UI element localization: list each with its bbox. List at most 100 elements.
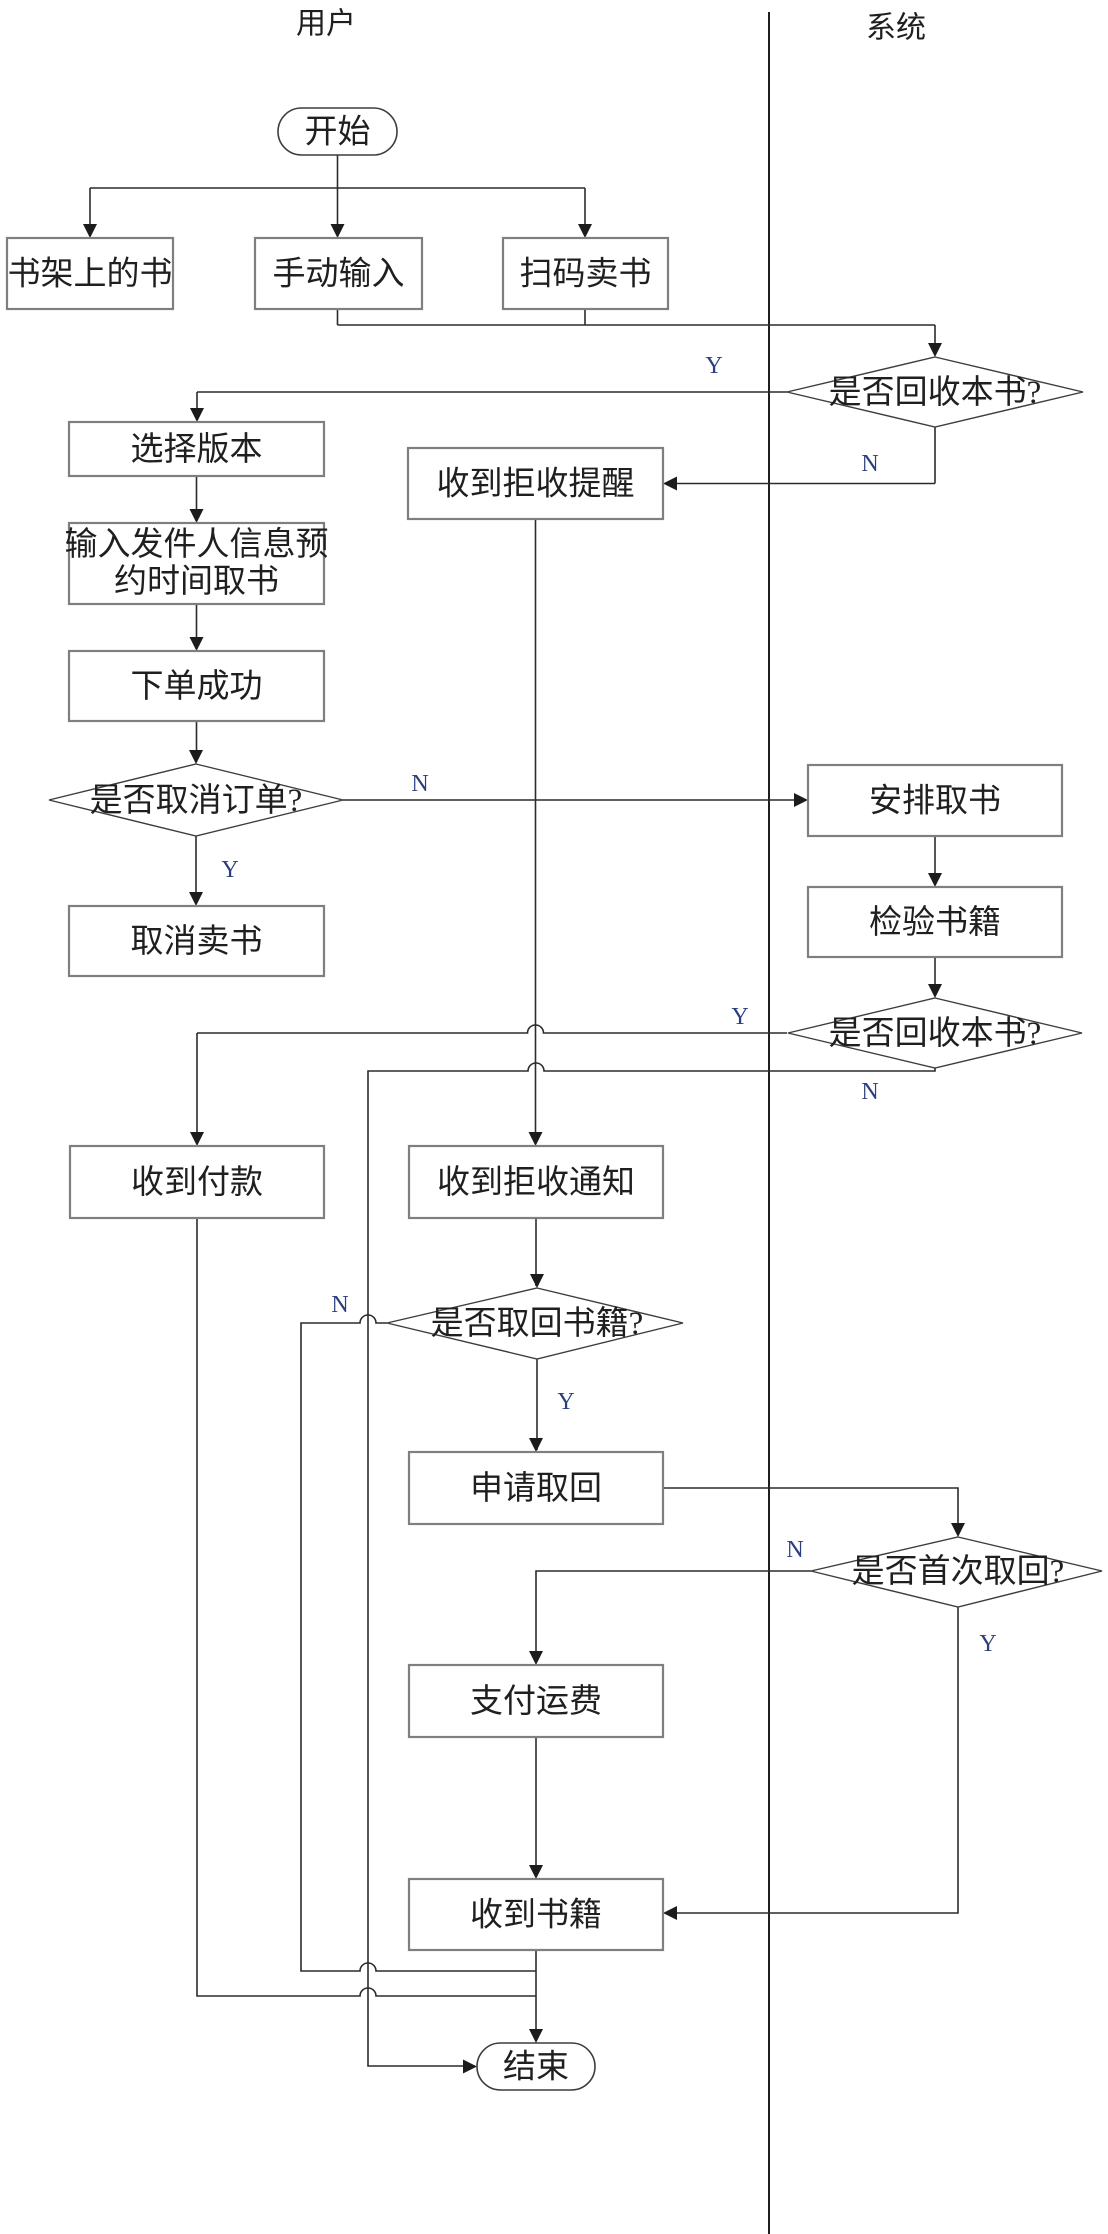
node-end: 结束 (476, 2042, 596, 2091)
arrowhead (330, 224, 345, 238)
edge-first-no (535, 1570, 811, 1663)
node-pay-shipping: 支付运费 (407, 1663, 665, 1739)
arrowhead (663, 1906, 677, 1920)
arrowhead (189, 637, 204, 651)
arrowhead (928, 984, 942, 998)
node-cancel-sell: 取消卖书 (67, 904, 326, 978)
recycle-decision-2-shape (787, 997, 1083, 1069)
pay-shipping-shape (407, 1663, 665, 1739)
node-inspect-books: 检验书籍 (806, 885, 1064, 959)
label-recycle2-no: N (861, 1079, 878, 1105)
arrowhead (189, 509, 204, 523)
node-recycle-decision-2: 是否回收本书? (787, 997, 1083, 1069)
branch-labels: Y N Y N Y N Y N Y N (221, 353, 996, 1657)
node-start: 开始 (277, 107, 398, 156)
label-cancel-yes: Y (221, 857, 238, 883)
start-shape (277, 107, 398, 156)
arrowhead (928, 343, 942, 357)
reject-notice-shape (407, 1144, 665, 1220)
edge-retrieve-no-to-end (300, 1314, 536, 1972)
retrieve-decision-label: 是否取回书籍? (431, 1305, 644, 1342)
receive-payment-shape (68, 1144, 326, 1220)
receive-payment-label: 收到付款 (131, 1164, 263, 1201)
end-shape (476, 2042, 596, 2091)
sender-info-label-line2: 约时间取书 (114, 563, 279, 600)
cancel-decision-label: 是否取消订单? (90, 782, 303, 819)
recycle-decision-1-label: 是否回收本书? (829, 374, 1042, 411)
arrowhead (529, 1438, 543, 1452)
label-retrieve-no: N (331, 1292, 348, 1318)
order-success-label: 下单成功 (131, 668, 263, 705)
receive-books-label: 收到书籍 (470, 1897, 602, 1934)
recycle-decision-2-label: 是否回收本书? (829, 1015, 1042, 1052)
cancel-sell-shape (67, 904, 326, 978)
arrowhead (663, 476, 677, 491)
sender-info-shape (67, 521, 326, 606)
reject-reminder-label: 收到拒收提醒 (437, 466, 635, 503)
edge-recycle1-no (665, 427, 936, 485)
apply-retrieve-label: 申请取回 (470, 1470, 602, 1507)
arrowhead (189, 750, 203, 764)
node-arrange-pickup: 安排取书 (806, 763, 1064, 838)
node-receive-books: 收到书籍 (407, 1877, 665, 1952)
node-manual-input: 手动输入 (253, 236, 424, 311)
lane-label-user: 用户 (296, 8, 356, 41)
recycle-decision-1-shape (786, 356, 1084, 428)
arrowhead (463, 2059, 477, 2074)
node-cancel-decision: 是否取消订单? (48, 763, 344, 837)
receive-books-shape (407, 1877, 665, 1952)
inspect-books-label: 检验书籍 (869, 904, 1001, 941)
arrowhead (529, 2029, 543, 2043)
choose-version-shape (67, 420, 326, 478)
cancel-sell-label: 取消卖书 (131, 923, 263, 960)
arrowheads (83, 224, 965, 2074)
node-reject-reminder: 收到拒收提醒 (406, 446, 665, 521)
end-label: 结束 (503, 2049, 569, 2086)
sender-info-label-line1: 输入发件人信息预 (65, 526, 329, 563)
label-retrieve-yes: Y (557, 1389, 574, 1415)
arrowhead (529, 1651, 543, 1665)
arrowhead (529, 1865, 543, 1879)
first-retrieve-decision-label: 是否首次取回? (852, 1553, 1065, 1590)
reject-reminder-shape (406, 446, 665, 521)
node-receive-payment: 收到付款 (68, 1144, 326, 1220)
node-scan-sell: 扫码卖书 (501, 236, 670, 311)
shelf-books-shape (5, 236, 175, 311)
scan-sell-shape (501, 236, 670, 311)
edges (89, 155, 959, 2067)
label-cancel-no: N (411, 771, 428, 797)
label-recycle2-yes: Y (731, 1004, 748, 1030)
node-recycle-decision-1: 是否回收本书? (786, 356, 1084, 428)
pay-shipping-label: 支付运费 (470, 1683, 602, 1720)
order-success-shape (67, 649, 326, 723)
label-recycle1-no: N (861, 451, 878, 477)
scan-sell-label: 扫码卖书 (520, 256, 652, 293)
start-label: 开始 (305, 114, 371, 151)
edge-merge-to-recycle1 (336, 309, 936, 355)
node-apply-retrieve: 申请取回 (407, 1450, 665, 1526)
arrowhead (189, 892, 203, 906)
first-retrieve-decision-shape (810, 1536, 1103, 1608)
edge-recycle2-yes (196, 1024, 787, 1144)
inspect-books-shape (806, 885, 1064, 959)
edge-recycle1-yes (196, 391, 787, 420)
arrowhead (530, 1274, 544, 1288)
label-first-no: N (786, 1537, 803, 1563)
apply-retrieve-shape (407, 1450, 665, 1526)
manual-input-label: 手动输入 (273, 256, 405, 293)
manual-input-shape (253, 236, 424, 311)
node-retrieve-decision: 是否取回书籍? (386, 1287, 684, 1360)
arrange-pickup-shape (806, 763, 1064, 838)
reject-notice-label: 收到拒收通知 (437, 1164, 635, 1201)
label-first-yes: Y (979, 1631, 996, 1657)
arrowhead (190, 1132, 204, 1146)
retrieve-decision-shape (386, 1287, 684, 1360)
arrowhead (928, 873, 942, 887)
node-sender-info: 输入发件人信息预 约时间取书 (65, 521, 329, 606)
node-shelf-books: 书架上的书 (5, 236, 175, 311)
arrowhead (951, 1523, 965, 1537)
choose-version-label: 选择版本 (131, 431, 263, 468)
edge-apply-to-first-decision (663, 1487, 959, 1535)
arrowhead (83, 224, 97, 238)
